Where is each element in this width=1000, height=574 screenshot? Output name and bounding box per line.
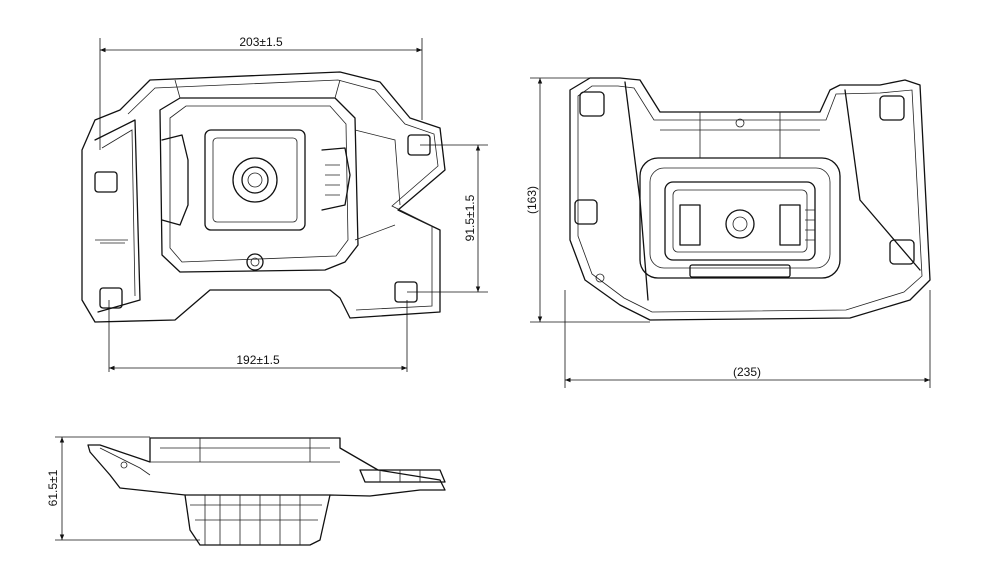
top-view: [81, 71, 446, 323]
dimension-label: (163): [525, 186, 539, 214]
top-view-dimensions: 203±1.5 192±1.5 91.5±1.5: [99, 35, 488, 372]
side-view-dimensions: 61.5±1: [46, 436, 200, 541]
right-view-dimensions: (163) (235): [525, 77, 931, 388]
right-view: [569, 77, 931, 321]
dimension-label: (235): [733, 365, 761, 379]
dimension-label: 203±1.5: [239, 35, 283, 49]
dimension-label: 91.5±1.5: [463, 194, 477, 241]
side-view: [87, 437, 446, 546]
dimension-label: 61.5±1: [46, 469, 60, 506]
dimension-label: 192±1.5: [236, 353, 280, 367]
